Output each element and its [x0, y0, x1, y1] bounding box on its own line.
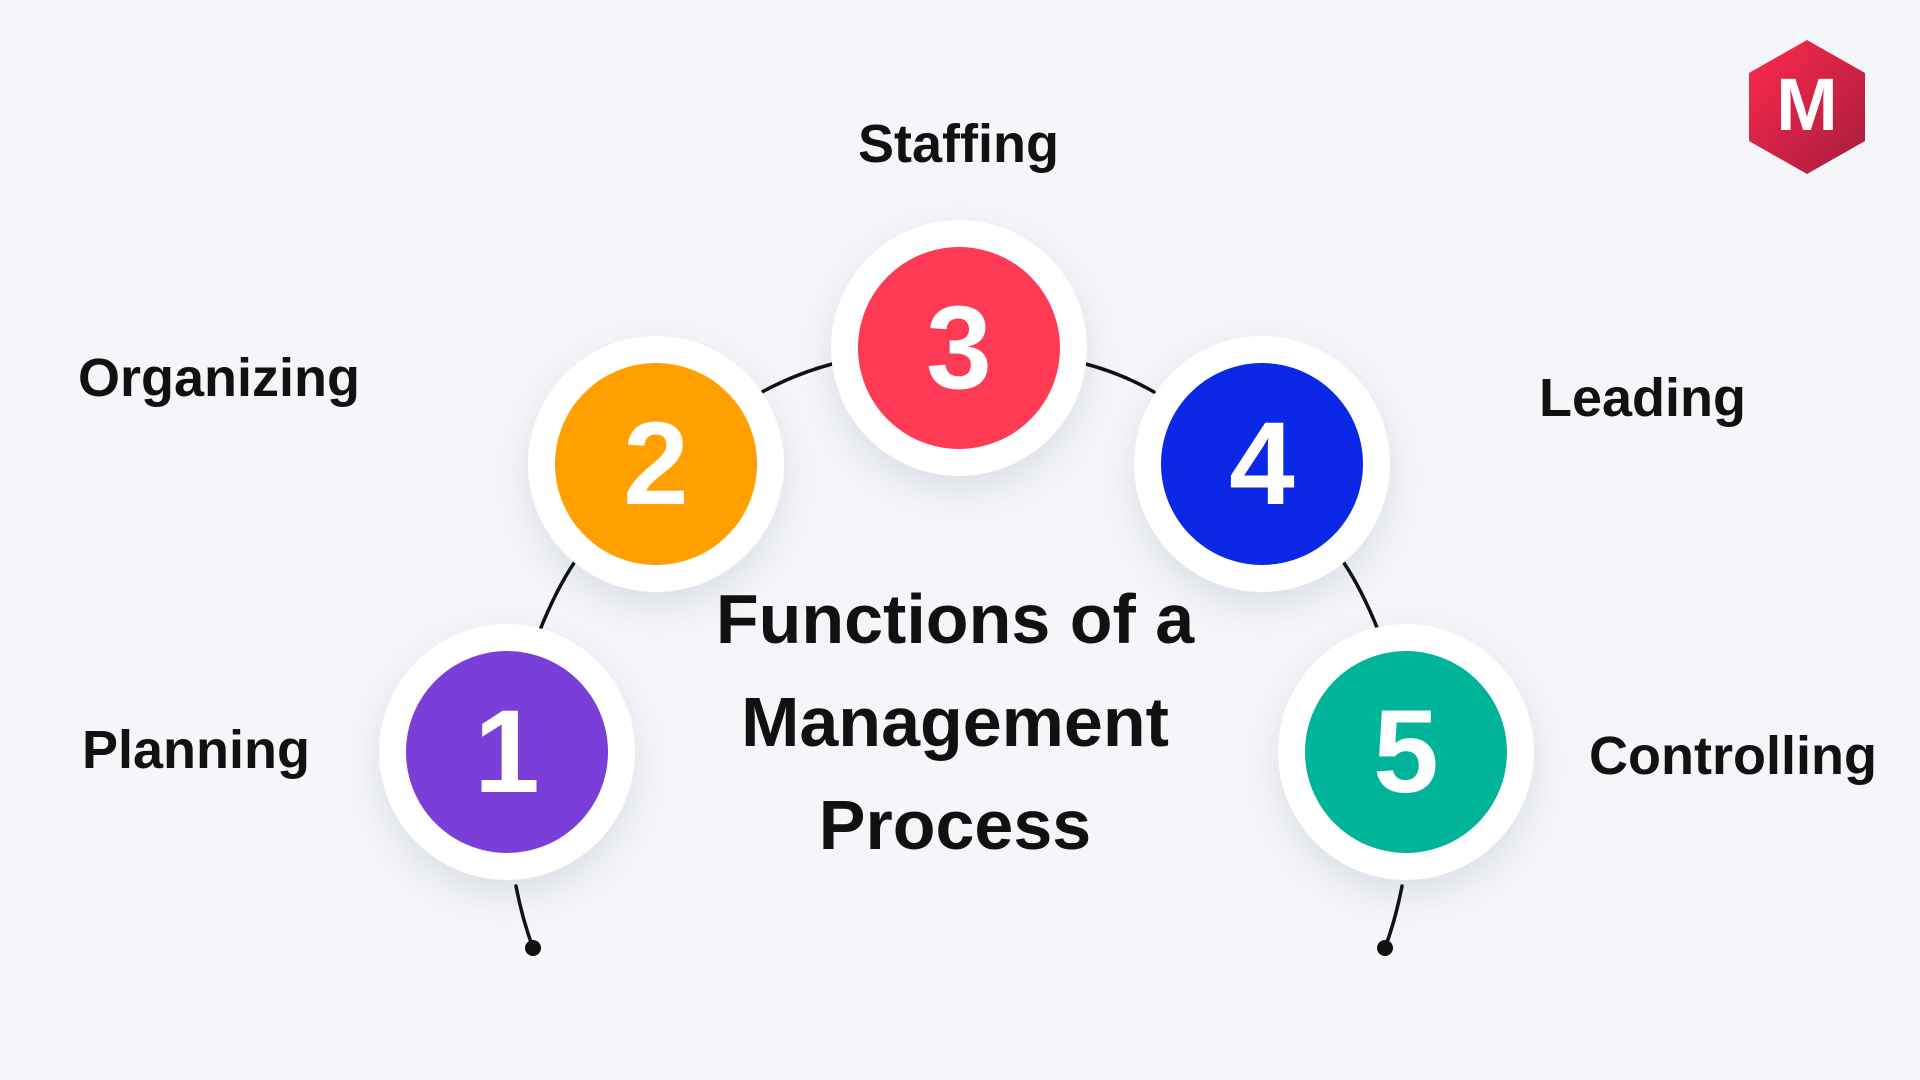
- arc-tail-right: [1383, 884, 1404, 950]
- step-2-label: Organizing: [78, 348, 360, 408]
- step-4-disc: 4: [1161, 363, 1363, 565]
- step-4-number: 4: [1229, 398, 1295, 530]
- step-4-circle: 4: [1134, 336, 1390, 592]
- arc-segment-3-4: [1084, 362, 1156, 394]
- title-line-1: Functions of a: [715, 580, 1195, 658]
- step-1-disc: 1: [406, 651, 608, 853]
- arc-segment-2-3: [760, 362, 834, 394]
- step-1-label: Planning: [82, 720, 310, 780]
- step-3-circle: 3: [831, 220, 1087, 476]
- step-5-number: 5: [1373, 686, 1439, 818]
- arc-segment-1-2: [538, 561, 576, 632]
- arc-segment-4-5: [1342, 561, 1380, 632]
- step-1-circle: 1: [379, 624, 635, 880]
- step-5-label: Controlling: [1589, 726, 1877, 786]
- step-1-number: 1: [474, 686, 540, 818]
- step-3-number: 3: [926, 282, 992, 414]
- title-line-3: Process: [818, 786, 1092, 864]
- logo-letter: M: [1776, 63, 1838, 146]
- step-3-disc: 3: [858, 247, 1060, 449]
- title-line-2: Management: [741, 683, 1169, 761]
- brand-logo: M: [1749, 40, 1865, 174]
- step-2-circle: 2: [528, 336, 784, 592]
- logo-hexagon: [1749, 40, 1865, 174]
- arc-end-dot-left: [525, 940, 541, 956]
- arc-end-dot-right: [1377, 940, 1393, 956]
- step-5-circle: 5: [1278, 624, 1534, 880]
- diagram-title: Functions of a Management Process: [675, 568, 1235, 877]
- step-3-label: Staffing: [858, 114, 1059, 174]
- step-2-number: 2: [623, 398, 689, 530]
- step-2-disc: 2: [555, 363, 757, 565]
- step-5-disc: 5: [1305, 651, 1507, 853]
- step-4-label: Leading: [1539, 368, 1747, 428]
- arc-tail-left: [514, 884, 535, 950]
